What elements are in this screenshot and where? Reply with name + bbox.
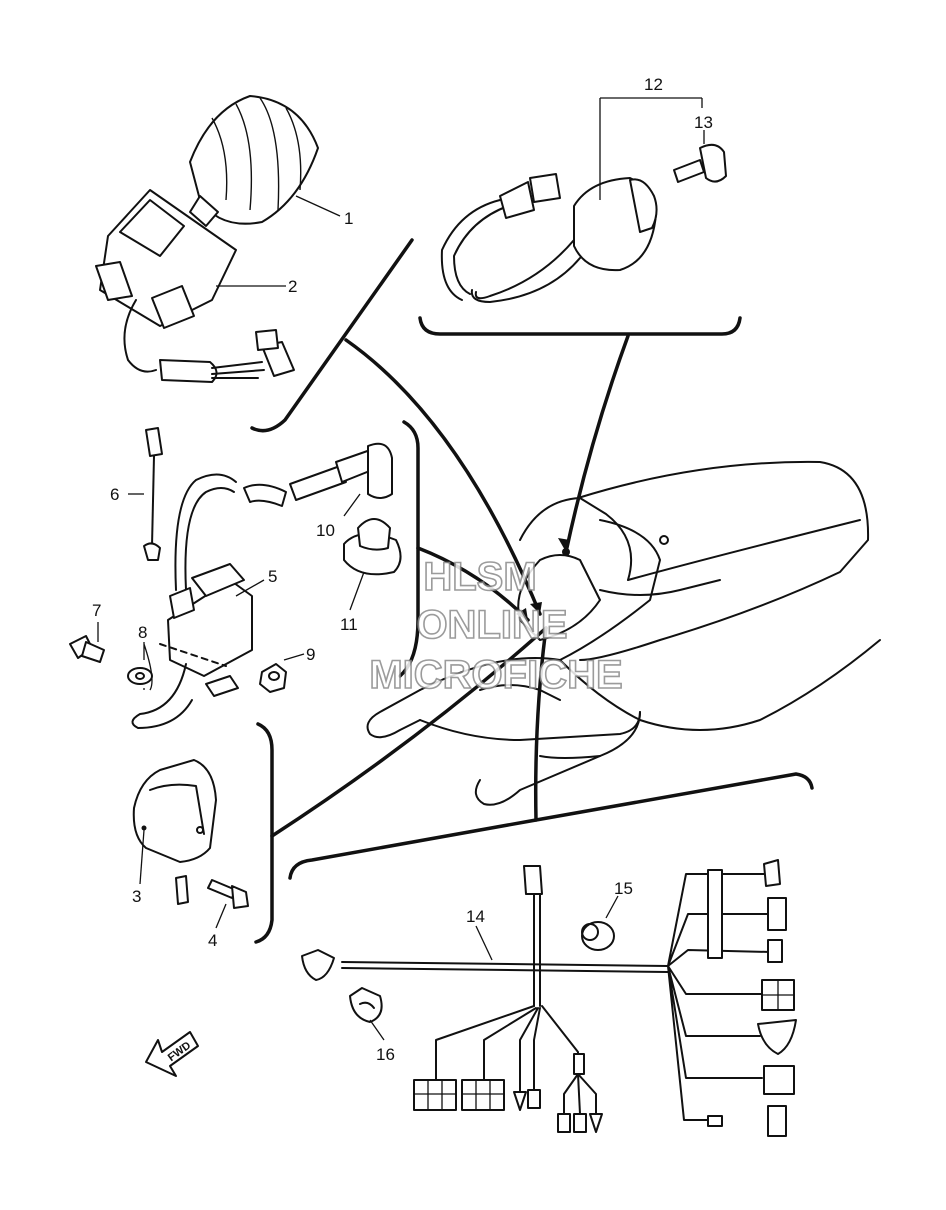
part-8-washer bbox=[127, 667, 153, 685]
callout-5: 5 bbox=[268, 567, 277, 586]
part-11-boot bbox=[343, 518, 402, 576]
callout-16: 16 bbox=[376, 1045, 395, 1064]
part-4-bolt bbox=[207, 879, 249, 909]
part-16-clamp bbox=[349, 987, 383, 1023]
callout-2: 2 bbox=[288, 277, 297, 296]
part-1-switch-grip bbox=[189, 95, 319, 227]
callout-10: 10 bbox=[316, 521, 335, 540]
vehicle-outline bbox=[366, 460, 881, 806]
part-3-cdi-unit bbox=[132, 759, 217, 905]
callout-4: 4 bbox=[208, 931, 217, 950]
watermark-line-3: MICROFICHE bbox=[369, 653, 622, 697]
fwd-arrow-icon: FWD bbox=[145, 1031, 199, 1077]
callout-6: 6 bbox=[110, 485, 119, 504]
callout-11: 11 bbox=[340, 615, 358, 634]
callout-9: 9 bbox=[306, 645, 315, 664]
part-2-switch-housing bbox=[95, 189, 295, 383]
part-5-ignition-coil bbox=[131, 473, 253, 729]
part-15-grommet bbox=[581, 921, 615, 951]
part-14-wire-harness bbox=[301, 859, 797, 1137]
part-6-strap bbox=[143, 427, 163, 561]
watermark-line-2: ONLINE bbox=[416, 603, 567, 647]
callout-7: 7 bbox=[92, 601, 101, 620]
leader-lines bbox=[97, 97, 705, 1041]
callout-3: 3 bbox=[132, 887, 141, 906]
part-9-nut bbox=[259, 663, 287, 693]
callout-13: 13 bbox=[694, 113, 713, 132]
part-7-bolt bbox=[69, 635, 105, 663]
callout-8: 8 bbox=[138, 623, 147, 642]
watermark: HLSM ONLINE MICROFICHE bbox=[369, 554, 624, 698]
watermark-line-1: HLSM bbox=[423, 555, 536, 599]
callout-12: 12 bbox=[644, 75, 663, 94]
part-10-plug-cap bbox=[243, 442, 393, 507]
callout-1: 1 bbox=[344, 209, 353, 228]
callout-15: 15 bbox=[614, 879, 633, 898]
callout-labels: 1 2 12 13 6 5 7 8 9 10 11 3 4 14 15 16 bbox=[92, 75, 713, 1064]
part-12-main-switch bbox=[440, 173, 658, 303]
part-13-key bbox=[673, 143, 727, 183]
callout-14: 14 bbox=[466, 907, 485, 926]
